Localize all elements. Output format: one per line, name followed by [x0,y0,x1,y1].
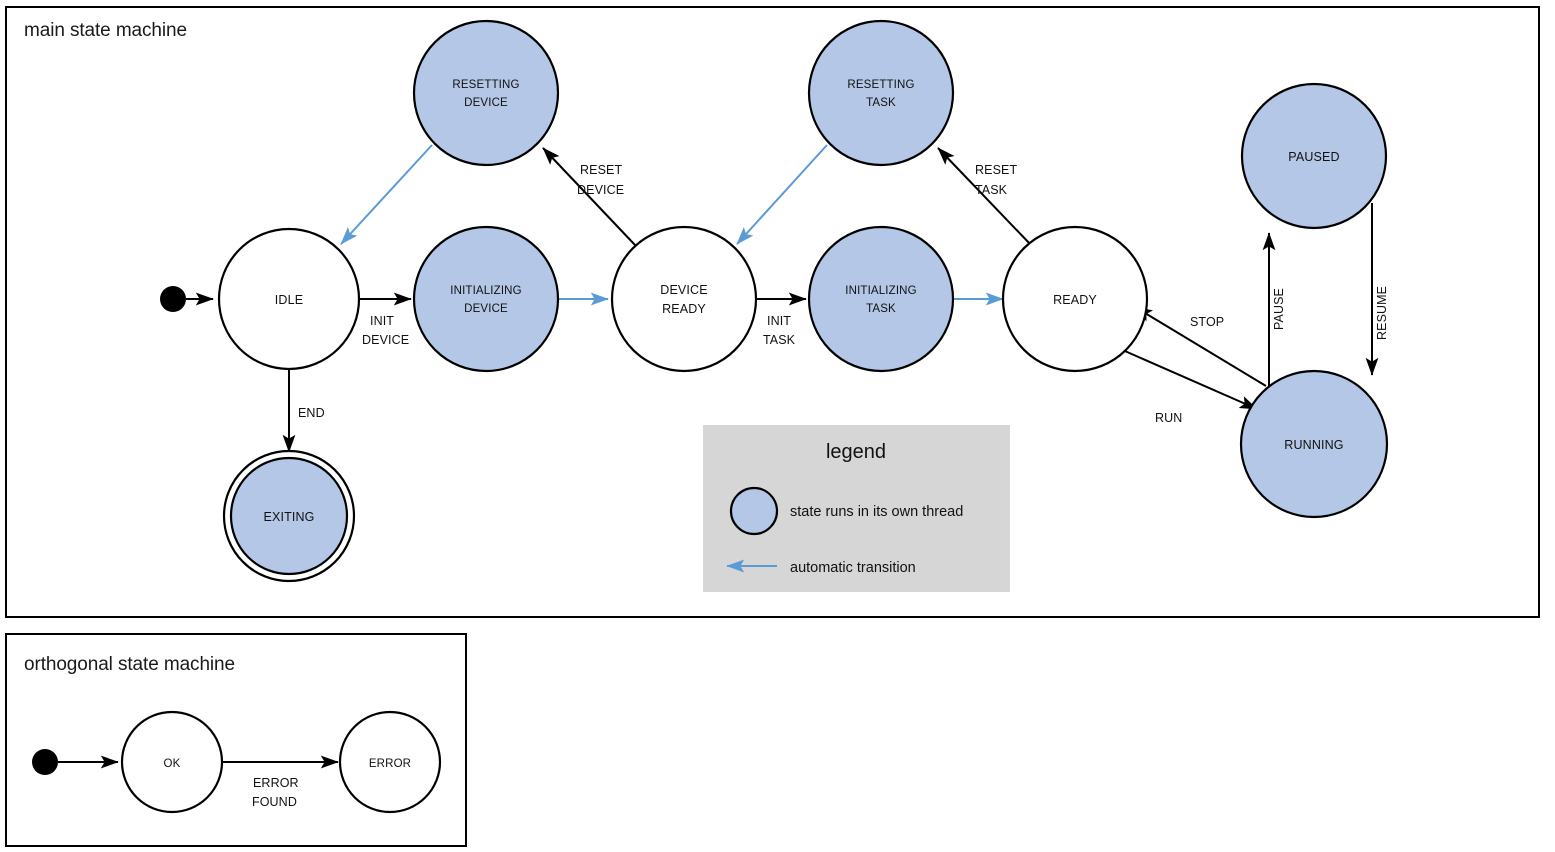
transition-resume: RESUME [1365,203,1389,376]
state-label-resetting-device-1: RESETTING [452,79,519,91]
state-label-initializing-device-1: INITIALIZING [450,285,521,297]
state-node-initializing-task[interactable]: INITIALIZING TASK [807,225,955,373]
edge-label-pause: PAUSE [1272,288,1286,330]
state-label-initializing-task-1: INITIALIZING [845,285,916,297]
state-label-device-ready-1: DEVICE [660,283,707,297]
state-label-ok: OK [164,758,181,770]
state-label-initializing-task-2: TASK [866,303,896,315]
edge-label-error-found-1: ERROR [253,776,299,790]
transition-init-task: INIT TASK [756,292,807,347]
edge-label-resume: RESUME [1375,286,1389,340]
legend-title: legend [826,441,886,463]
main-state-machine-title: main state machine [24,20,187,41]
transition-reset-task: RESET TASK [937,147,1032,246]
state-label-resetting-device-2: DEVICE [464,97,508,109]
transition-pause: PAUSE [1262,232,1286,406]
edge-label-stop: STOP [1190,315,1224,329]
initial-state-dot-main [160,286,186,312]
edge-label-init-task-2: TASK [763,333,796,347]
transition-resetting-device-to-idle [340,144,433,245]
edge-label-reset-device-1: RESET [580,163,622,177]
edge-label-reset-task-1: RESET [975,163,1017,177]
edge-label-init-task-1: INIT [767,314,791,328]
edge-label-init-device-2: DEVICE [362,333,409,347]
state-label-initializing-device-2: DEVICE [464,303,508,315]
edge-label-error-found-2: FOUND [252,795,297,809]
state-label-exiting: EXITING [263,510,314,524]
state-label-ready: READY [1053,293,1097,307]
state-label-paused: PAUSED [1288,150,1339,164]
state-node-paused[interactable]: PAUSED [1240,82,1388,230]
state-label-running: RUNNING [1284,438,1343,452]
state-node-resetting-device[interactable]: RESETTING DEVICE [412,19,560,167]
state-label-resetting-task-1: RESETTING [847,79,914,91]
state-node-exiting[interactable]: EXITING [222,449,356,583]
state-node-device-ready[interactable]: DEVICE READY [610,225,758,373]
edge-label-end: END [298,406,325,420]
orthogonal-state-machine-title: orthogonal state machine [24,654,235,675]
state-node-running[interactable]: RUNNING [1239,369,1389,519]
state-label-idle: IDLE [275,293,303,307]
state-node-error[interactable]: ERROR [338,710,442,814]
state-label-resetting-task-2: TASK [866,97,896,109]
edge-label-run: RUN [1155,411,1182,425]
transition-run: RUN [1117,347,1258,425]
legend: legend state runs in its own thread auto… [703,425,1010,592]
transition-end: END [282,369,325,453]
edge-label-reset-task-2: TASK [975,183,1008,197]
main-state-machine-frame [5,6,1540,618]
state-label-device-ready-2: READY [662,302,706,316]
state-node-ready[interactable]: READY [1001,225,1149,373]
edge-label-init-device-1: INIT [370,314,394,328]
transition-resetting-task-to-device-ready [736,144,828,245]
transition-stop: STOP [1134,306,1267,387]
state-node-initializing-device[interactable]: INITIALIZING DEVICE [412,225,560,373]
transition-reset-device: RESET DEVICE [542,147,636,246]
edge-label-reset-device-2: DEVICE [577,183,624,197]
state-node-idle[interactable]: IDLE [217,227,361,371]
orthogonal-state-machine-frame [5,633,467,847]
legend-item-thread-label: state runs in its own thread [790,504,963,520]
legend-threaded-state-icon [729,486,779,536]
transition-error-found: ERROR FOUND [222,755,339,809]
state-node-ok[interactable]: OK [120,710,224,814]
transition-init-device: INIT DEVICE [359,292,412,347]
initial-state-dot-orthogonal [32,749,58,775]
legend-item-auto-label: automatic transition [790,560,916,576]
state-node-resetting-task[interactable]: RESETTING TASK [807,19,955,167]
state-label-error: ERROR [369,758,411,770]
